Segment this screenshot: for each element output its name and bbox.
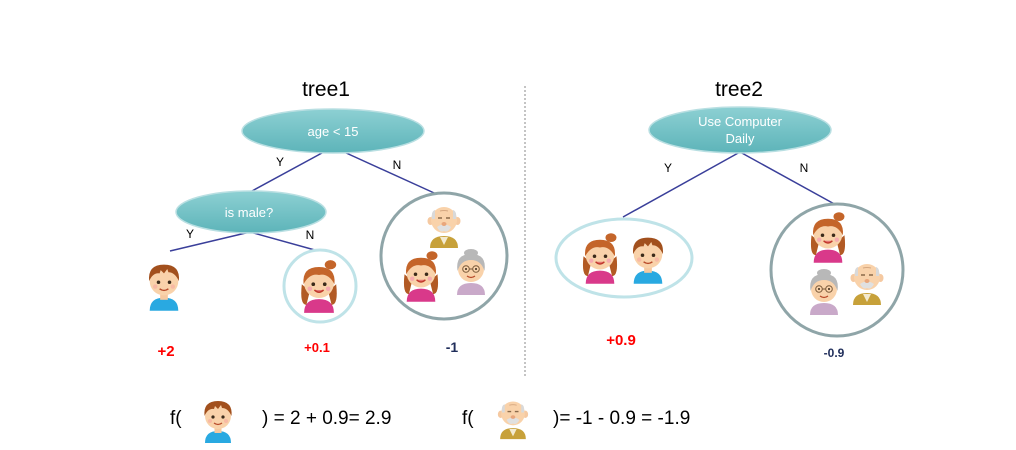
tree1-root-yes-label: Y [276, 155, 284, 169]
boy-icon [148, 263, 180, 312]
tree1-leaf3-score: -1 [446, 339, 459, 355]
formula-boy: f( ) = 2 + 0.9= 2.9 [170, 400, 391, 444]
boy-icon [203, 400, 233, 444]
tree1-child-label: is male? [225, 205, 273, 220]
tree2-root-node: Use Computer Daily [648, 106, 832, 154]
tree1-edges [169, 146, 444, 253]
tree2-edges [622, 151, 839, 218]
tree2-title: tree2 [715, 78, 763, 101]
tree1-root-label: age < 15 [308, 124, 359, 139]
tree2-leaf2-score: -0.9 [824, 346, 845, 360]
tree1-leaf1-score: +2 [157, 343, 174, 360]
tree1-root-no-label: N [393, 158, 402, 172]
tree1-child-no-label: N [306, 228, 315, 242]
formula1-suffix: ) = 2 + 0.9= 2.9 [262, 408, 391, 429]
tree1-title: tree1 [302, 78, 350, 101]
tree1-edge-root-yes [251, 146, 334, 192]
tree1-edge-root-no [332, 146, 444, 198]
tree1-child-yes-label: Y [186, 227, 194, 241]
formula2-suffix: )= -1 - 0.9 = -1.9 [553, 408, 690, 429]
tree1-edge-child-no [249, 231, 323, 253]
grandpa-icon [497, 400, 529, 440]
tree2-root-label-line1: Use Computer [698, 114, 782, 129]
tree2-no-label: N [800, 161, 809, 175]
tree2-edge-no [739, 151, 839, 207]
tree2-yes-label: Y [664, 161, 672, 175]
tree1-leaf2-score: +0.1 [304, 340, 330, 355]
formula2-prefix: f( [462, 408, 474, 429]
formula-grandpa: f( )= -1 - 0.9 = -1.9 [462, 400, 690, 440]
tree2-leaf1-circle [554, 217, 694, 299]
tree2-edge-yes [622, 151, 741, 218]
tree2-root-label-line2: Daily [726, 131, 755, 146]
tree1-root-node: age < 15 [241, 108, 425, 154]
tree2-leaf1-score: +0.9 [606, 332, 636, 349]
tree1-child-node: is male? [175, 190, 327, 234]
formula1-prefix: f( [170, 408, 182, 429]
boy-icon [632, 236, 664, 285]
tree1-edge-child-yes [169, 231, 251, 252]
